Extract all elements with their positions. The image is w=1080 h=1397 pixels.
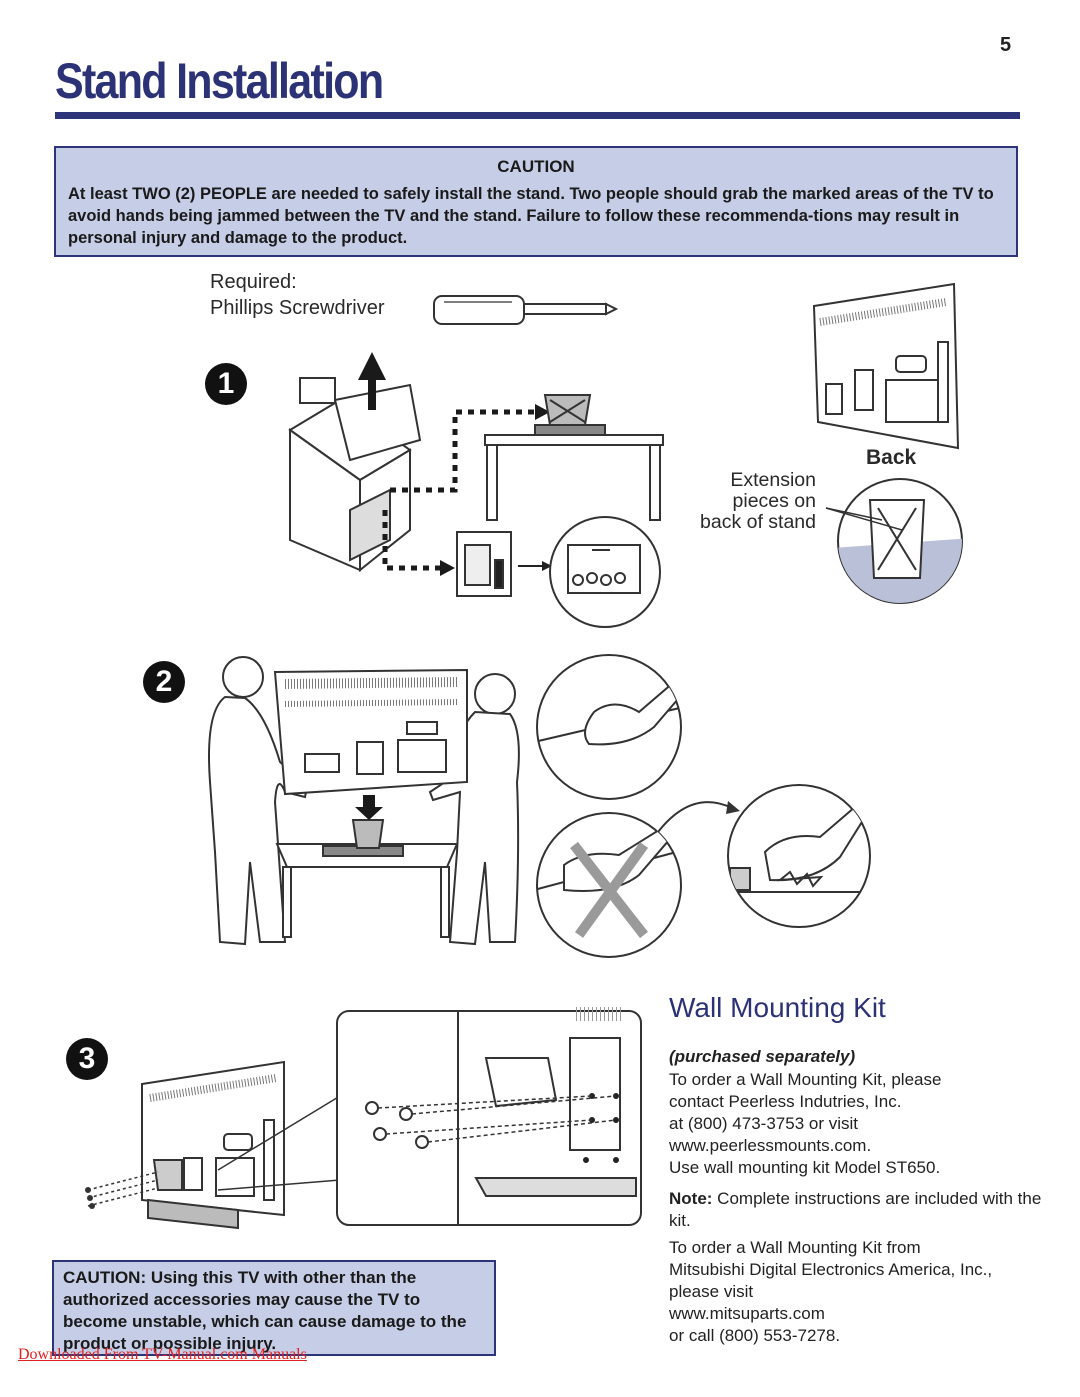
tv-back-illustration <box>812 282 960 450</box>
hand-incorrect-illustration <box>536 812 682 958</box>
hand-correct-illustration <box>536 654 682 800</box>
paragraph-line: Mitsubishi Digital Electronics America, … <box>669 1260 993 1279</box>
step3-tv-stand-illustration <box>85 1060 341 1230</box>
note-label: Note: <box>669 1189 713 1208</box>
step-1-marker: 1 <box>205 363 247 405</box>
hand-pinch-illustration <box>727 784 871 928</box>
wall-mounting-title: Wall Mounting Kit <box>669 992 886 1023</box>
title-rule <box>55 112 1020 119</box>
back-label: Back <box>866 446 917 469</box>
wall-mounting-subtitle: (purchased separately) <box>669 1047 856 1066</box>
wall-mounting-mitsubishi-paragraph: To order a Wall Mounting Kit from Mitsub… <box>669 1237 1049 1347</box>
footer-download-link[interactable]: Downloaded From TV-Manual.com Manuals <box>18 1346 307 1363</box>
paragraph-line: or call (800) 553-7278. <box>669 1326 841 1345</box>
screwdriver-icon <box>433 295 619 325</box>
step3-detail-illustration <box>336 1007 642 1226</box>
step-2-marker: 2 <box>143 661 185 703</box>
paragraph-line: Use wall mounting kit Model ST650. <box>669 1158 941 1177</box>
paragraph-line: contact Peerless Indutries, Inc. <box>669 1092 902 1111</box>
caution-box-bottom: CAUTION: Using this TV with other than t… <box>52 1260 496 1356</box>
paragraph-line: www.peerlessmounts.com. <box>669 1136 872 1155</box>
paragraph-line: To order a Wall Mounting Kit from <box>669 1238 921 1257</box>
step1-unpacking-illustration <box>288 352 664 628</box>
paragraph-line: at (800) 473-3753 or visit <box>669 1114 858 1133</box>
arrow-curve-icon <box>654 801 740 837</box>
required-label: Required: <box>210 271 297 293</box>
caution-heading: CAUTION <box>497 157 575 176</box>
extension-pieces-illustration <box>825 478 963 604</box>
page-title: Stand Installation <box>55 53 384 109</box>
wall-mounting-peerless-paragraph: To order a Wall Mounting Kit, please con… <box>669 1069 1049 1179</box>
wall-mounting-note: Note: Complete instructions are included… <box>669 1188 1049 1232</box>
paragraph-line: To order a Wall Mounting Kit, please <box>669 1070 942 1089</box>
caution-text: At least TWO (2) PEOPLE are needed to sa… <box>68 185 994 247</box>
note-text: Complete instructions are included with … <box>669 1189 1042 1230</box>
page-number: 5 <box>1000 34 1012 56</box>
paragraph-line: www.mitsuparts.com <box>669 1304 825 1323</box>
paragraph-line: please visit <box>669 1282 754 1301</box>
caution-bottom-text: CAUTION: Using this TV with other than t… <box>63 1268 467 1353</box>
step-3-marker: 3 <box>66 1038 108 1080</box>
required-tool-label: Phillips Screwdriver <box>210 297 385 319</box>
caution-box: CAUTION At least TWO (2) PEOPLE are need… <box>54 146 1018 257</box>
extension-pieces-label: Extension pieces on back of stand <box>700 469 816 533</box>
step2-lifting-illustration <box>208 656 520 946</box>
